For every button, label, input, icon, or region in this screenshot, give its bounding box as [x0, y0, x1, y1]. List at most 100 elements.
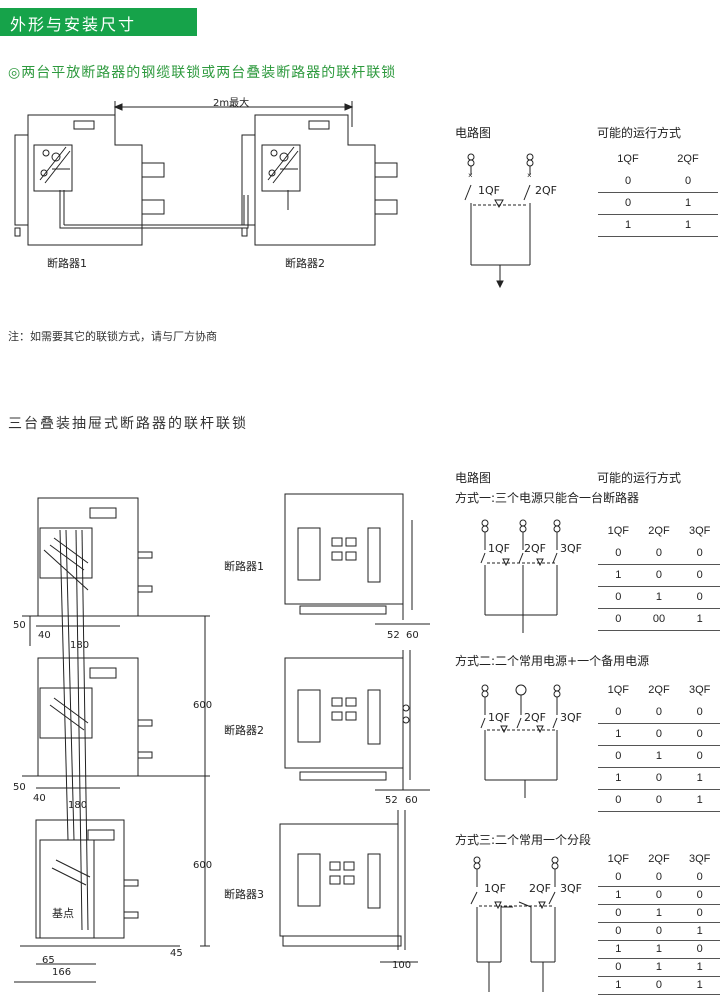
table-cell: 0 [679, 868, 720, 887]
table-cell: 0 [638, 886, 680, 905]
table-cell: 0 [598, 922, 639, 941]
dim-40b: 40 [33, 793, 46, 804]
table-cell: 1 [679, 767, 720, 790]
m3-1qf: 1QF [484, 882, 506, 895]
dim-600b: 600 [193, 860, 213, 871]
section1-title: ◎两台平放断路器的钢缆联锁或两台叠装断路器的联杆联锁 [8, 65, 397, 81]
table-cell: 0 [679, 940, 720, 959]
table-header: 2QF [648, 525, 670, 537]
table-header: 1QF [607, 684, 630, 696]
table-cell: 0 [679, 586, 720, 609]
table-cell: 0 [679, 542, 720, 565]
table-header: 3QF [688, 853, 711, 865]
s2-breaker3-label: 断路器3 [224, 888, 264, 901]
mode2-title: 方式二:二个常用电源+一个备用电源 [455, 654, 650, 668]
section2-drawing [14, 493, 430, 983]
table-cell: 0 [638, 564, 680, 587]
table-cell: 1 [679, 958, 720, 977]
table-cell: 0 [598, 868, 639, 887]
table-cell: 0 [598, 958, 639, 977]
table-cell: 0 [638, 542, 680, 565]
m1-3qf: 3QF [560, 542, 582, 555]
dim-60a: 60 [406, 630, 419, 641]
table-cell: 0 [638, 789, 680, 812]
m2-2qf: 2QF [524, 711, 546, 724]
mode1-title: 方式一:三个电源只能合一台断路器 [455, 491, 640, 505]
table-header: 1QF [607, 853, 630, 865]
breaker1-drawing [14, 114, 165, 246]
section2-title: 三台叠装抽屉式断路器的联杆联锁 [8, 416, 248, 432]
m2-1qf: 1QF [488, 711, 510, 724]
breaker1-label: 断路器1 [47, 257, 87, 270]
table-cell: 0 [598, 745, 639, 768]
table-cell: 1 [598, 723, 639, 746]
dim-600a: 600 [193, 700, 213, 711]
table-cell: 1 [598, 886, 639, 905]
table-cell: 1 [598, 214, 658, 237]
table-cell: 1 [679, 608, 720, 631]
dim-180a: 180 [70, 640, 90, 651]
section-header-title: 外形与安装尺寸 [10, 15, 137, 34]
table-cell: 1 [598, 564, 639, 587]
table-cell: 1 [598, 767, 639, 790]
table-cell: 0 [598, 789, 639, 812]
table-cell: 0 [658, 170, 718, 193]
table-header: 2QF [648, 684, 670, 696]
table-cell: 0 [598, 701, 639, 724]
circuit-label-2: 电路图 [455, 471, 492, 485]
dim-52b: 52 [385, 795, 398, 806]
table-cell: 0 [679, 904, 720, 923]
table-header: 1QF [607, 525, 630, 537]
dim-65: 65 [42, 955, 55, 966]
table-cell: 0 [638, 976, 680, 995]
breaker2-drawing [241, 114, 398, 246]
mode3-circuit [470, 856, 559, 992]
ops-label-2: 可能的运行方式 [597, 471, 682, 485]
table-header: 3QF [688, 684, 711, 696]
table-cell: 1 [638, 940, 680, 959]
dim-60b: 60 [405, 795, 418, 806]
s2-breaker2-label: 断路器2 [224, 724, 264, 737]
table-header: 2QF [648, 853, 670, 865]
dim-100: 100 [392, 960, 412, 971]
section1-drawing [14, 101, 398, 246]
switch-2qf-label: 2QF [535, 184, 557, 197]
switch-1qf-label: 1QF [478, 184, 500, 197]
dim-166: 166 [52, 967, 72, 978]
table-cell: 1 [638, 745, 680, 768]
m1-1qf: 1QF [488, 542, 510, 555]
table-header: 3QF [688, 525, 711, 537]
table-cell: 0 [679, 886, 720, 905]
mode3-title: 方式三:二个常用一个分段 [455, 833, 592, 847]
table-cell: 1 [679, 922, 720, 941]
dim-50a: 50 [13, 620, 26, 631]
table-header: 1QF [617, 153, 639, 165]
table-cell: 0 [598, 608, 639, 631]
table-cell: 0 [638, 723, 680, 746]
table-cell: 1 [638, 586, 680, 609]
table-cell: 0 [638, 701, 680, 724]
circuit-label-1: 电路图 [455, 126, 492, 140]
m3-2qf: 2QF [529, 882, 551, 895]
table-cell: 00 [638, 608, 680, 631]
table-cell: 0 [638, 767, 680, 790]
table-cell: 0 [598, 904, 639, 923]
m2-3qf: 3QF [560, 711, 582, 724]
table-cell: 0 [598, 170, 658, 193]
table-cell: 0 [679, 723, 720, 746]
table-cell: 0 [598, 586, 639, 609]
table-cell: 0 [638, 868, 680, 887]
note-text: 注：如需要其它的联锁方式，请与厂方协商 [8, 330, 217, 343]
table-cell: 1 [658, 192, 718, 215]
dim-180b: 180 [68, 800, 88, 811]
m1-2qf: 2QF [524, 542, 546, 555]
dim-2m-label: 2m最大 [213, 98, 250, 109]
table-cell: 1 [679, 976, 720, 995]
svg-text:×: × [527, 171, 532, 180]
table-cell: 1 [598, 976, 639, 995]
svg-text:×: × [468, 171, 473, 180]
table-cell: 0 [638, 922, 680, 941]
